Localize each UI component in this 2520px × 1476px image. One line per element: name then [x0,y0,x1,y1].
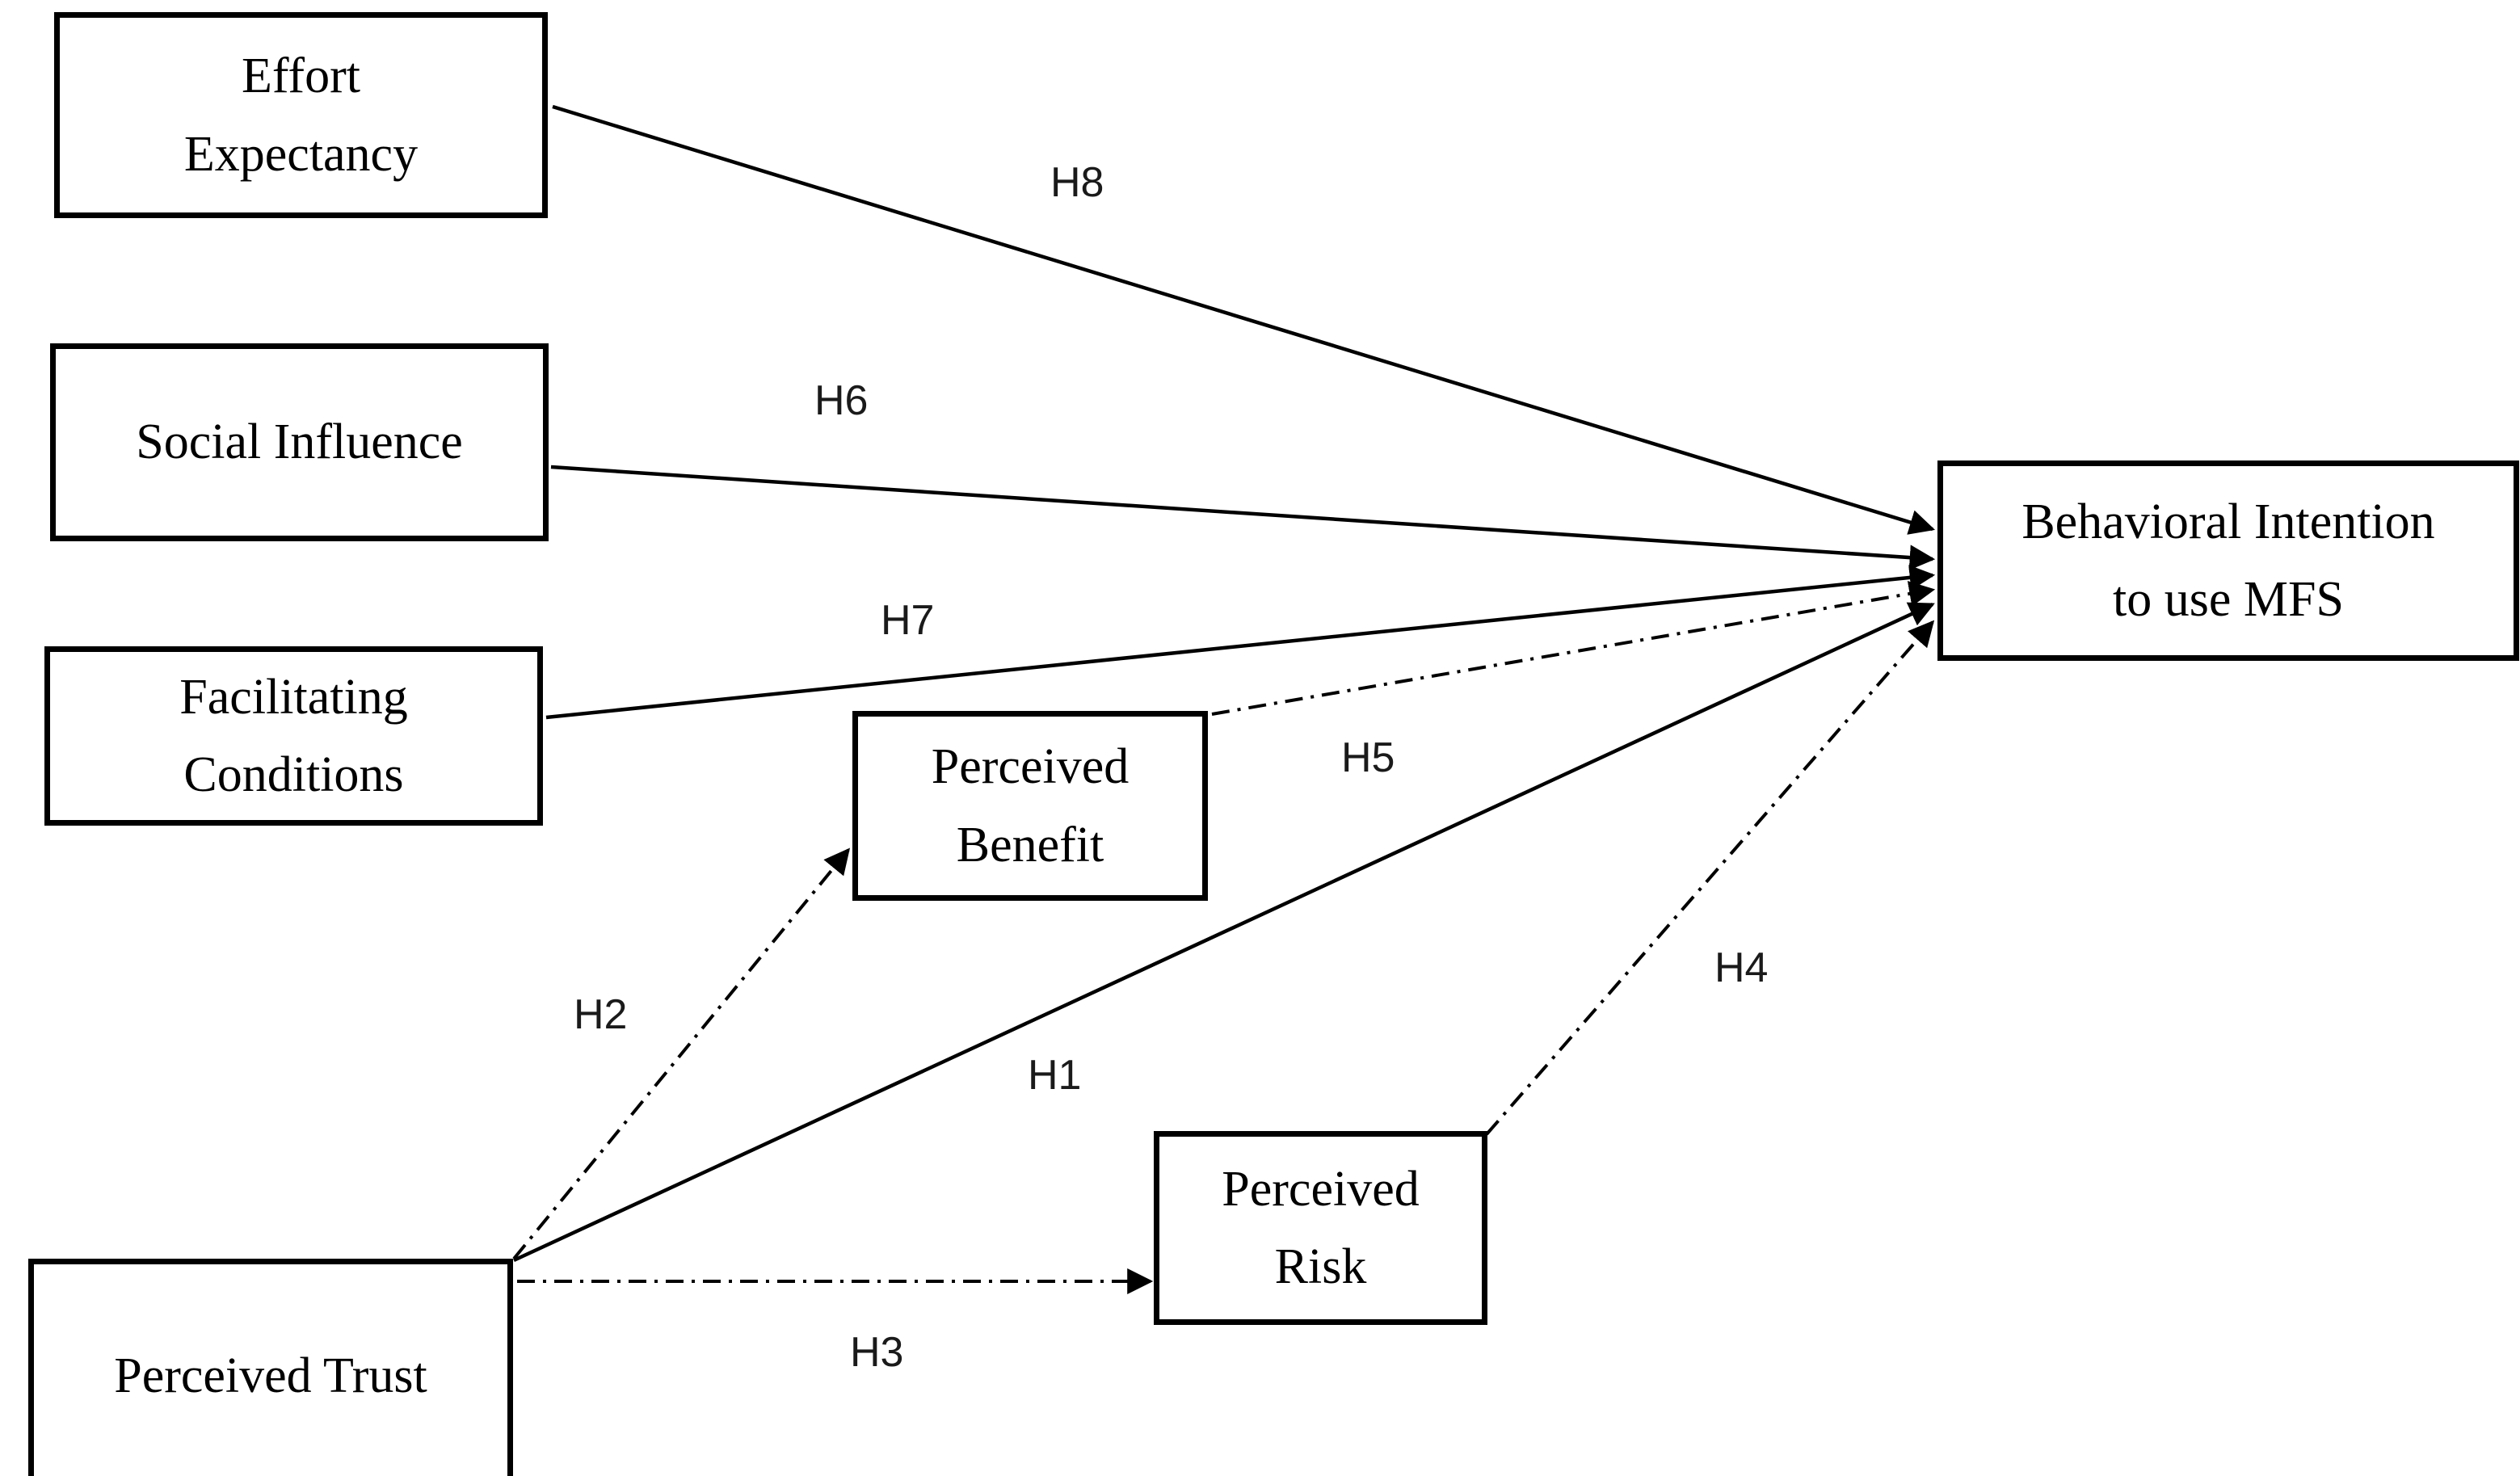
node-label-line2: Benefit [956,817,1104,873]
node-label-line1: Behavioral Intention [2021,494,2435,549]
node-label-line1: Perceived Trust [114,1348,427,1403]
node-label-line2: to use MFS [2113,572,2344,627]
node-label-line2: Conditions [183,747,404,802]
node-label-line2: Expectancy [183,126,419,182]
node-label-line1: Facilitating [179,669,408,725]
node-perceived-benefit[interactable]: Perceived Benefit [852,711,1208,901]
node-label-line1: Social Influence [136,414,463,470]
node-perceived-risk[interactable]: Perceived Risk [1154,1131,1487,1325]
edge-h4 [1485,620,1935,1136]
edge-label-h5: H5 [1341,734,1395,781]
edge-label-h2: H2 [574,991,628,1038]
node-label-line2: Risk [1274,1239,1367,1294]
node-facilitating-conditions[interactable]: Facilitating Conditions [44,646,543,826]
edge-paths [512,104,1936,1294]
node-label-line1: Perceived [931,739,1130,795]
edge-h5 [1211,581,1936,716]
edge-h6 [550,465,1936,570]
edge-label-h3: H3 [850,1329,904,1376]
node-label-line1: Perceived [1222,1161,1420,1217]
node-behavioral-intention[interactable]: Behavioral Intention to use MFS [1937,460,2519,661]
node-perceived-trust[interactable]: Perceived Trust [28,1259,513,1476]
edge-label-h1: H1 [1028,1052,1082,1099]
edge-h7 [545,565,1936,720]
edge-h2 [512,847,851,1260]
edge-h8 [552,104,1936,535]
node-social-influence[interactable]: Social Influence [50,343,549,541]
node-effort-expectancy[interactable]: Effort Expectancy [54,12,548,218]
edge-label-h4: H4 [1714,944,1769,991]
edge-label-h7: H7 [881,597,935,644]
node-label-line1: Effort [242,48,360,104]
edge-label-h8: H8 [1050,159,1104,206]
edge-label-h6: H6 [814,377,869,424]
